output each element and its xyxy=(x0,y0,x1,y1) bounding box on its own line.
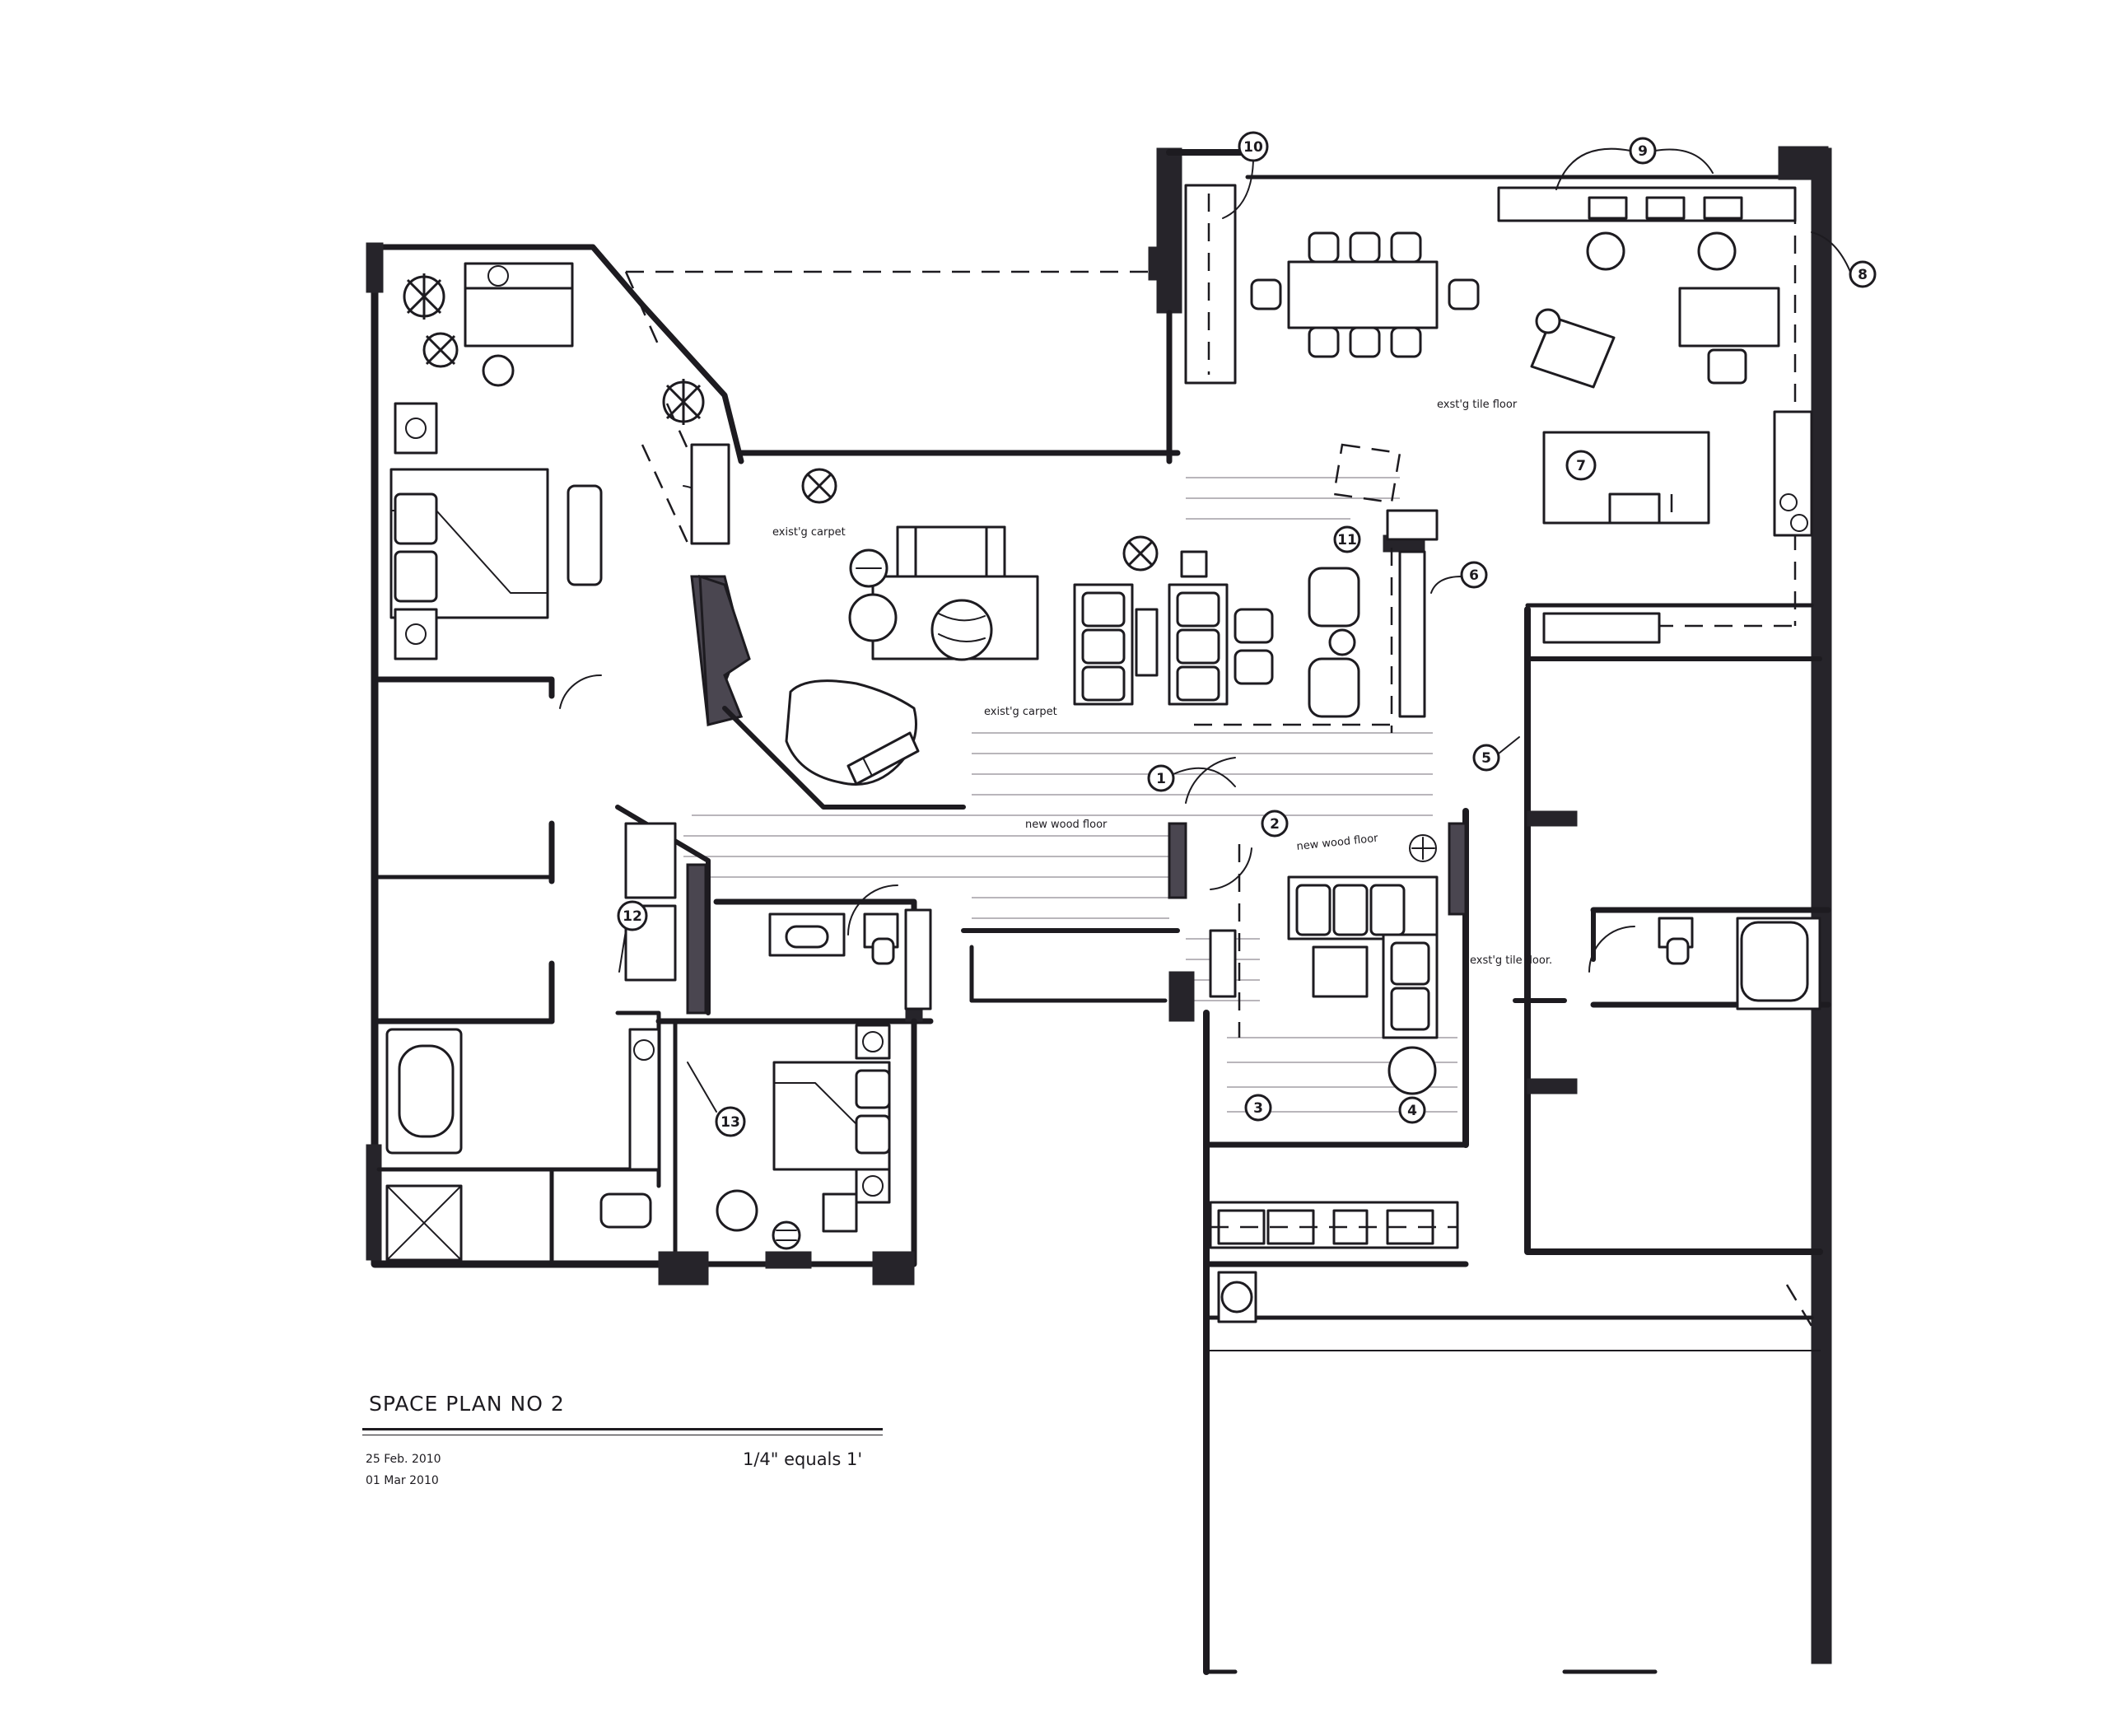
svg-text:7: 7 xyxy=(1576,458,1586,474)
callout-5: 5 xyxy=(1472,736,1520,772)
callout-3: 3 xyxy=(1244,1094,1272,1122)
floor-label-tile-hall: exst'g tile floor. xyxy=(1470,954,1552,967)
callout-10: 10 xyxy=(1222,131,1269,219)
revision-date-1: 25 Feb. 2010 xyxy=(366,1453,441,1466)
callouts: 1 2 3 4 5 6 7 8 9 10 11 12 13 xyxy=(617,131,1877,1137)
left-bath-furniture xyxy=(385,822,677,1262)
svg-text:12: 12 xyxy=(623,908,642,925)
callout-1: 1 xyxy=(1147,764,1236,792)
right-wing-furniture xyxy=(1209,917,1821,1323)
revision-date-2: 01 Mar 2010 xyxy=(366,1474,439,1487)
scale-note: 1/4" equals 1' xyxy=(743,1449,863,1469)
walls xyxy=(366,146,1832,1675)
floor-label-carpet-1: exist'g carpet xyxy=(772,526,846,539)
svg-text:5: 5 xyxy=(1481,750,1491,767)
floor-labels: exist'g carpet exist'g carpet exst'g til… xyxy=(772,399,1552,967)
svg-text:1: 1 xyxy=(1156,771,1166,787)
callout-12: 12 xyxy=(617,900,648,973)
callout-11: 11 xyxy=(1333,525,1361,553)
floor-label-wood-den: new wood floor xyxy=(1296,833,1379,853)
callout-4: 4 xyxy=(1398,1096,1426,1124)
den-furniture xyxy=(1209,834,1439,1095)
callout-7: 7 xyxy=(1565,450,1597,481)
svg-text:10: 10 xyxy=(1243,139,1263,156)
floor-label-carpet-2: exist'g carpet xyxy=(984,706,1057,718)
kitchen-dining-furniture xyxy=(1250,186,1813,644)
floor-label-wood-hall: new wood floor xyxy=(1025,819,1108,831)
living-room-furniture xyxy=(785,525,1159,786)
callout-6: 6 xyxy=(1430,561,1488,594)
svg-text:13: 13 xyxy=(721,1114,740,1131)
title-block: SPACE PLAN NO 2 25 Feb. 2010 01 Mar 2010… xyxy=(362,1392,889,1507)
family-room-furniture xyxy=(1168,443,1439,733)
svg-text:11: 11 xyxy=(1337,532,1357,548)
title-rule xyxy=(362,1428,883,1430)
master-bedroom-furniture xyxy=(389,262,1159,660)
bedroom-13-furniture xyxy=(716,908,932,1250)
svg-text:2: 2 xyxy=(1270,816,1280,833)
svg-text:9: 9 xyxy=(1638,143,1648,160)
callout-8: 8 xyxy=(1811,231,1877,288)
plan-title: SPACE PLAN NO 2 xyxy=(369,1392,565,1416)
callout-9: 9 xyxy=(1555,137,1714,190)
svg-text:6: 6 xyxy=(1469,567,1479,584)
callout-13: 13 xyxy=(687,1062,746,1137)
floor-label-tile-kitchen: exst'g tile floor xyxy=(1437,399,1518,411)
svg-text:4: 4 xyxy=(1407,1103,1417,1119)
svg-text:8: 8 xyxy=(1858,267,1868,283)
svg-text:3: 3 xyxy=(1253,1100,1263,1117)
callout-2: 2 xyxy=(1261,810,1289,838)
plant-icon xyxy=(403,273,1159,572)
